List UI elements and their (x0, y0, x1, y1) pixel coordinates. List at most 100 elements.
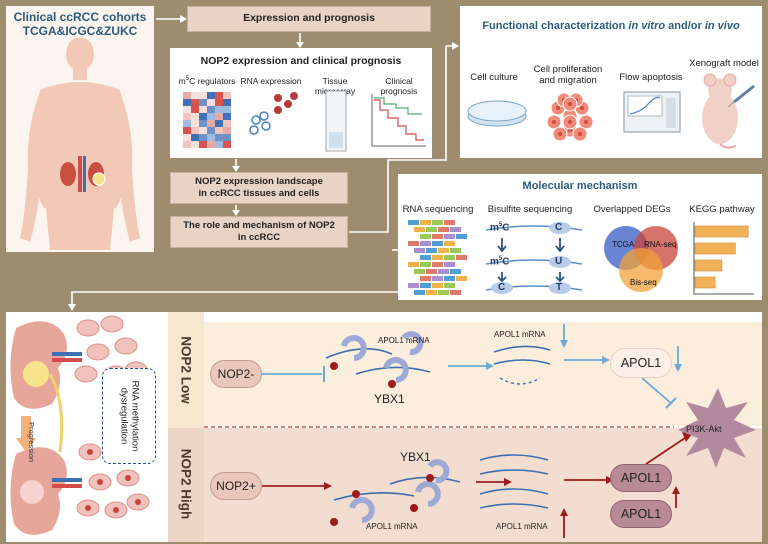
heatmap-cell (207, 120, 215, 127)
heatmap-cell (215, 120, 223, 127)
cell-nucleus (556, 106, 560, 110)
nop2-clinical-panel: NOP2 expression and clinical prognosis m… (170, 48, 432, 158)
heatmap-cell (207, 99, 215, 106)
read-segment (420, 262, 431, 267)
read-segment (444, 262, 455, 267)
overlapped-degs-label: Overlapped DEGs (593, 204, 671, 215)
molecular-mechanism-panel: Molecular mechanism RNA sequencing Bisul… (398, 174, 762, 300)
heatmap-cell (223, 134, 231, 141)
heatmap-cell (199, 141, 207, 148)
heatmap-cell (223, 120, 231, 127)
read-segment (438, 290, 449, 295)
heatmap-cell (215, 92, 223, 99)
m5c-heatmap-icon (183, 92, 231, 148)
heatmap-cell (207, 106, 215, 113)
microarray-slide-icon (325, 90, 347, 152)
read-segment (420, 255, 431, 260)
read-segment (456, 234, 467, 239)
flow-apoptosis-label: Flow apoptosis (619, 72, 683, 83)
t-label: T (556, 282, 563, 293)
read-segment (444, 255, 455, 260)
cell-nucleus (558, 132, 562, 136)
ybx1-label-high: YBX1 (400, 450, 431, 464)
heatmap-cell (223, 92, 231, 99)
rna-seq-label: RNA sequencing (402, 204, 474, 215)
kegg-bar (694, 242, 736, 255)
read-segment (432, 276, 443, 281)
read-segment (444, 283, 455, 288)
heatmap-cell (215, 106, 223, 113)
cohorts-title: Clinical ccRCC cohorts TCGA&ICGC&ZUKC (13, 10, 147, 39)
heatmap-cell (191, 106, 199, 113)
molecular-title: Molecular mechanism (522, 180, 638, 192)
read-segment (420, 276, 431, 281)
xenograft-label: Xenograft model (689, 58, 759, 69)
read-segment (420, 241, 431, 246)
heatmap-cell (183, 134, 191, 141)
read-segment (408, 283, 419, 288)
heatmap-cell (223, 106, 231, 113)
heatmap-cell (199, 134, 207, 141)
m5c-label-2: m5C (490, 256, 510, 268)
tumor-cell (74, 365, 98, 383)
tumor-nucleus (87, 449, 93, 455)
kegg-bar (694, 259, 723, 272)
read-segment (408, 262, 419, 267)
rna-expression-dots-icon (249, 92, 298, 135)
apol1-node-high-2: APOL1 (610, 500, 672, 528)
heatmap-cell (199, 120, 207, 127)
heatmap-cell (183, 106, 191, 113)
read-segment (414, 290, 425, 295)
read-segment (450, 227, 461, 232)
heatmap-cell (223, 127, 231, 134)
rna-expression-label: RNA expression (240, 76, 302, 86)
venn-diagram (604, 226, 678, 292)
heatmap-cell (199, 99, 207, 106)
heatmap-cell (183, 141, 191, 148)
heatmap-cell (199, 92, 207, 99)
read-segment (456, 255, 467, 260)
survival-curve-icon (371, 94, 426, 147)
m5c-label-1: m5C (490, 222, 510, 234)
nop2-low-label: NOP2 Low (178, 336, 194, 404)
bisulfite-label: Bisulfite sequencing (487, 204, 573, 215)
read-segment (432, 220, 443, 225)
nop2-plus-node: NOP2+ (210, 472, 262, 500)
cell-nucleus (568, 102, 572, 106)
progression-label: Progression (27, 422, 36, 463)
tumor-nucleus (135, 499, 141, 505)
read-segment (432, 234, 443, 239)
heatmap-cell (207, 134, 215, 141)
heatmap-cell (215, 134, 223, 141)
read-segment (432, 283, 443, 288)
expression-prognosis-box: Expression and prognosis (187, 6, 431, 32)
tumor-nucleus (113, 507, 119, 513)
heatmap-cell (223, 99, 231, 106)
read-segment (420, 283, 431, 288)
heatmap-cell (215, 141, 223, 148)
low-strip (168, 312, 204, 428)
read-segment (408, 220, 419, 225)
heatmap-cell (223, 141, 231, 148)
read-segment (414, 248, 425, 253)
read-segment (420, 234, 431, 239)
nop2-minus-node: NOP2- (210, 360, 262, 388)
functional-characterization-panel: Functional characterization in vitro and… (460, 6, 762, 158)
heatmap-cell (215, 127, 223, 134)
ybx1-label-low: YBX1 (374, 392, 405, 406)
read-segment (432, 241, 443, 246)
tumor-nucleus (85, 505, 91, 511)
heatmap-cell (207, 127, 215, 134)
heatmap-cell (191, 99, 199, 106)
petri-dish-icon (467, 100, 527, 127)
read-segment (426, 290, 437, 295)
tumor-nucleus (125, 475, 131, 481)
heatmap-cell (199, 127, 207, 134)
kegg-label: KEGG pathway (689, 204, 755, 215)
c-label-2: C (498, 282, 506, 293)
nop2-clinical-title: NOP2 expression and clinical prognosis (200, 55, 402, 67)
